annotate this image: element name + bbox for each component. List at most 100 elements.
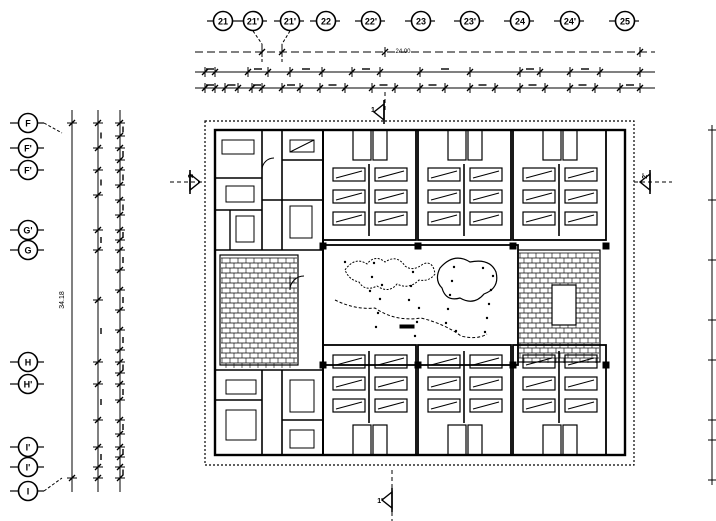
dimension-slash: [341, 84, 349, 92]
landscape-dot: [417, 306, 421, 310]
grid-bubble-left: G': [10, 219, 44, 241]
dimension-slash: [278, 84, 286, 92]
landscape-dot: [380, 283, 384, 287]
grid-circle: [509, 10, 531, 32]
dimension-slash: [286, 68, 294, 76]
dimension-slash: [116, 369, 124, 377]
section-label: 2: [188, 174, 195, 178]
stair-void: [551, 284, 577, 326]
grid-label: F': [24, 144, 32, 154]
cubicle: [372, 424, 388, 456]
grid-bubble-left: I: [10, 480, 44, 502]
bunk-diagonal: [472, 192, 500, 201]
dimension-slash: [68, 474, 76, 482]
brick-hatch-left: [219, 254, 299, 368]
landscape-dot: [485, 316, 489, 320]
plan-line: [289, 139, 315, 153]
dimension-slash: [368, 84, 376, 92]
grid-circle: [410, 10, 432, 32]
bunk-diagonal: [335, 357, 363, 366]
grid-bubble-left: H': [10, 373, 44, 395]
bunk: [522, 167, 556, 182]
grid-circle: [17, 456, 39, 478]
landscape-dot: [454, 329, 458, 333]
bunk: [374, 398, 408, 413]
fixture: [221, 139, 255, 155]
bunk: [564, 354, 598, 369]
plan-line: [43, 122, 63, 134]
bunk: [564, 167, 598, 182]
grid-bubble-top: 23: [405, 10, 435, 32]
grid-label: 24: [515, 17, 525, 27]
dimension-slash: [94, 226, 102, 234]
grid-label: 23: [416, 17, 426, 27]
landscape-dot: [491, 274, 495, 278]
landscape-dot: [413, 334, 417, 338]
dimension-slash: [234, 84, 242, 92]
landscape-dot: [483, 330, 487, 334]
bunk-diagonal: [377, 192, 405, 201]
dimension-slash: [116, 474, 124, 482]
dimension-slash: [391, 84, 399, 92]
dimension-slash: [94, 119, 102, 127]
landscape-dot: [450, 279, 454, 283]
dimension-slash: [566, 84, 574, 92]
dimension-slash: [636, 48, 644, 56]
dimension-slash: [296, 84, 304, 92]
grid-label: F: [25, 119, 31, 129]
dimension-slash: [116, 358, 124, 366]
bunk: [427, 167, 461, 182]
plan-line: [281, 30, 291, 45]
grid-bubble-top: 23': [454, 10, 484, 32]
dimension-slash: [616, 84, 624, 92]
grid-circle: [17, 480, 39, 502]
bunk-diagonal: [377, 357, 405, 366]
dimension-slash: [211, 84, 219, 92]
cubicle: [352, 424, 372, 456]
cubicle: [467, 129, 483, 161]
bunk: [564, 211, 598, 226]
dimension-slash: [94, 144, 102, 152]
bunk-diagonal: [525, 192, 553, 201]
grid-bubble-left: G: [10, 239, 44, 261]
grid-label: G: [24, 246, 31, 256]
grid-bubble-top: 21: [207, 10, 237, 32]
dimension-slash: [566, 68, 574, 76]
dimension-slash: [116, 346, 124, 354]
bunk: [332, 189, 366, 204]
plan-line: [252, 30, 263, 45]
fixture: [289, 205, 313, 239]
bunk-diagonal: [472, 401, 500, 410]
bunk-diagonal: [525, 357, 553, 366]
landscape-dot: [415, 320, 419, 324]
bunk: [469, 398, 503, 413]
dimension-slash: [94, 443, 102, 451]
cubicle: [542, 424, 562, 456]
dimension-slash: [116, 144, 124, 152]
cubicle: [542, 129, 562, 161]
dimension-slash: [636, 84, 644, 92]
dimension-slash: [94, 416, 102, 424]
grid-circle: [17, 239, 39, 261]
bunk: [374, 189, 408, 204]
dimension-slash: [116, 132, 124, 140]
dimension-slash: [258, 84, 266, 92]
bunk: [564, 189, 598, 204]
landscape-dot: [370, 275, 374, 279]
bunk: [427, 376, 461, 391]
fixture: [225, 409, 257, 441]
dimension-slash: [596, 68, 604, 76]
dorm-module: [512, 344, 607, 456]
bunk-diagonal: [430, 214, 458, 223]
dimension-slash: [116, 119, 124, 127]
bunk-diagonal: [567, 357, 595, 366]
site-boundary: [204, 120, 635, 466]
plan-line: [43, 477, 63, 492]
grid-bubble-top: 22: [310, 10, 340, 32]
overall-width-label: 24.00: [395, 49, 411, 55]
cubicle: [352, 129, 372, 161]
grid-label: 21': [247, 17, 259, 27]
fixture: [235, 215, 255, 243]
landscape-island: [436, 257, 498, 302]
